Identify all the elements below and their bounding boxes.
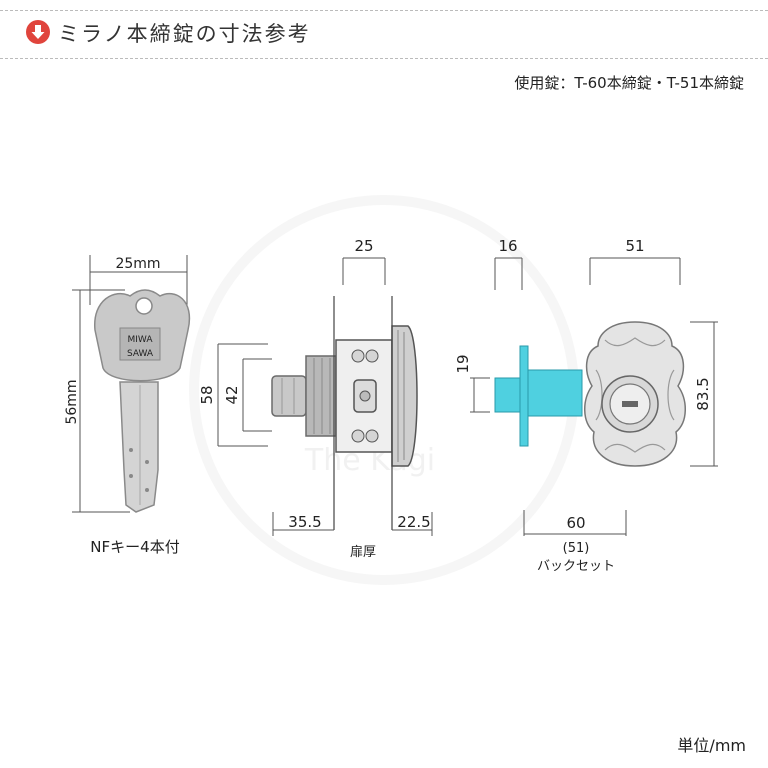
side-top-width-label: 25 <box>354 237 373 255</box>
header-top-divider <box>0 10 768 11</box>
front-top-width-label: 51 <box>625 237 644 255</box>
key-brand-line2: SAWA <box>127 349 154 359</box>
down-arrow-circle-icon <box>26 20 50 44</box>
faceplate <box>519 345 529 447</box>
header: ミラノ本締錠の寸法参考 <box>0 0 768 62</box>
front-view-group: 51 83.5 <box>584 237 718 467</box>
key-height-label: 56mm <box>64 379 80 424</box>
backset-alt-label: (51) <box>563 541 590 556</box>
key-width-label: 25mm <box>115 256 160 272</box>
side-right-depth-label: 22.5 <box>397 513 430 531</box>
keyhole-icon <box>622 401 638 407</box>
backset-label: 60 <box>566 514 585 532</box>
page-title: ミラノ本締錠の寸法参考 <box>58 22 311 46</box>
thumb-turn-knob <box>271 375 307 417</box>
bolt-height-label: 19 <box>454 354 472 373</box>
key-caption: NFキー4本付 <box>90 538 179 556</box>
side-height-inner-label: 42 <box>223 385 241 404</box>
header-bottom-divider <box>0 58 768 59</box>
side-height-outer-label: 58 <box>198 385 216 404</box>
unit-label: 単位/mm <box>677 736 746 755</box>
key-group: 25mm 56mm MIWA SAWA NFキー4本付 <box>64 255 191 556</box>
side-left-depth-label: 35.5 <box>288 513 321 531</box>
bolt-top-width-label: 16 <box>498 237 517 255</box>
front-height-label: 83.5 <box>694 377 712 410</box>
key-brand-line1: MIWA <box>128 335 154 345</box>
bolt-view-group: 16 19 60 (51) バックセット <box>454 237 627 574</box>
side-view-group: 25 58 42 35.5 <box>198 237 433 560</box>
model-line: 使用錠：T-60本締錠・T-51本締錠 <box>514 74 744 92</box>
door-thickness-label: 扉厚 <box>350 544 376 560</box>
dead-bolt <box>494 377 522 413</box>
backset-caption: バックセット <box>537 559 615 574</box>
